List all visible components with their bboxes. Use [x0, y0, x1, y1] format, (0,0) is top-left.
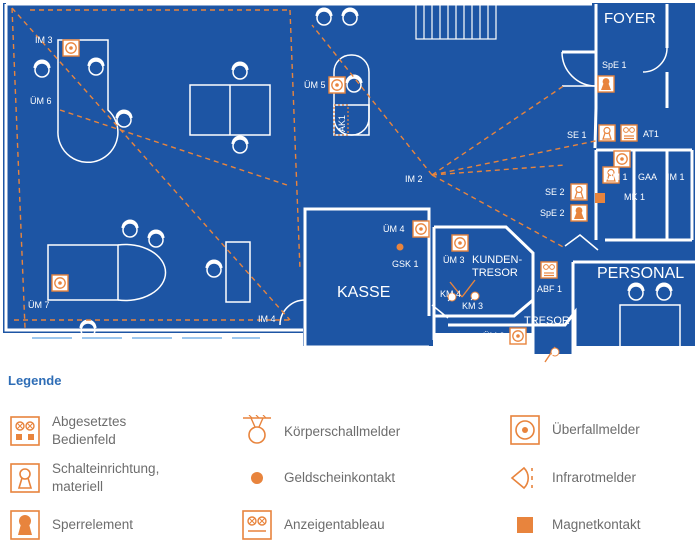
- um-icon-7: [51, 274, 69, 292]
- label-mk1: MK 1: [624, 192, 645, 202]
- label-spe1: SpE 1: [602, 60, 627, 70]
- device-icons: [51, 39, 638, 357]
- doors: [279, 47, 668, 326]
- legend-label: Schalteinrichtung,: [52, 461, 160, 476]
- um-icon-1: [613, 150, 631, 168]
- legend-label: Körperschallmelder: [284, 424, 401, 439]
- room-label-kundentresor-1: KUNDEN-: [472, 254, 522, 266]
- floor-plan: FOYER KASSE KUNDEN- TRESOR TRESOR PERSON…: [3, 2, 695, 365]
- holdup-alarm-icon: [508, 413, 542, 447]
- room-label-kasse: KASSE: [337, 284, 390, 301]
- legend-item-holdup: Überfallmelder: [508, 413, 640, 447]
- legend-label: Magnetkontakt: [552, 517, 641, 532]
- infrared-zones: [11, 7, 601, 329]
- room-label-personal: PERSONAL: [597, 265, 684, 282]
- label-im4: IM 4: [258, 314, 276, 324]
- lock-icon-spe1: [597, 75, 615, 93]
- um-icon-5: [328, 76, 346, 94]
- label-um7: ÜM 7: [28, 300, 50, 310]
- legend-label: Sperrelement: [52, 517, 134, 532]
- panel-icon-at1: [620, 124, 638, 142]
- legend-item-banknote: Geldscheinkontakt: [240, 461, 395, 495]
- um-icon-4: [412, 220, 430, 238]
- label-at1: AT1: [643, 129, 659, 139]
- label-abf1: ABF 1: [537, 284, 562, 294]
- label-ak1: AK1: [337, 115, 347, 132]
- label-km3: KM 3: [462, 301, 483, 311]
- panel-icon-abf1: [540, 261, 558, 279]
- label-um4: ÜM 4: [383, 224, 405, 234]
- legend-label: Abgesetztes: [52, 414, 127, 429]
- legend-label-line2: materiell: [52, 479, 104, 494]
- legend-label: Überfallmelder: [552, 422, 640, 437]
- label-um3: ÜM 3: [443, 255, 465, 265]
- label-im2: IM 2: [405, 174, 423, 184]
- magnetic-contact-icon: [508, 508, 542, 542]
- label-um2: ÜM 2: [483, 331, 505, 341]
- label-km4: KM 4: [440, 289, 461, 299]
- room-label-tresor: TRESOR: [524, 315, 570, 327]
- room-label-kundentresor-2: TRESOR: [472, 267, 518, 279]
- label-km2: KM 2: [577, 349, 598, 359]
- um-icon-3: [451, 234, 469, 252]
- magnetic-contact-mk1: [595, 193, 605, 203]
- legend-label-line2: Bedienfeld: [52, 432, 116, 447]
- indicator-panel-icon: [240, 508, 274, 542]
- infrared-detector-icon: [508, 461, 542, 495]
- lock-icon-spe2: [570, 204, 588, 222]
- remote-control-panel-icon: [8, 414, 42, 448]
- um-icon-im3: [62, 39, 80, 57]
- label-spe2: SpE 2: [540, 208, 565, 218]
- key-icon-se2: [570, 183, 588, 201]
- um-icon-2: [509, 327, 527, 345]
- locking-element-icon: [8, 508, 42, 542]
- legend-item-structure-sound: Körperschallmelder: [240, 415, 400, 449]
- legend-item-key-switch: Schalteinrichtung, materiell: [8, 460, 159, 496]
- label-im1: IM 1: [667, 172, 685, 182]
- legend-title: Legende: [8, 373, 62, 388]
- key-icon-se1: [598, 124, 616, 142]
- legend-item-locking: Sperrelement: [8, 508, 133, 542]
- furniture: [47, 39, 681, 351]
- legend-item-infrared: Infrarotmelder: [508, 461, 636, 495]
- structure-borne-sound-detector-icon: [240, 415, 274, 449]
- legend-label: Anzeigentableau: [284, 517, 385, 532]
- label-um1: ÜM 1: [606, 172, 628, 182]
- label-se1: SE 1: [567, 130, 587, 140]
- room-label-foyer: FOYER: [604, 10, 656, 27]
- label-um5: ÜM 5: [304, 80, 326, 90]
- banknote-contact-gsk1: [396, 243, 404, 251]
- legend-label: Geldscheinkontakt: [284, 470, 396, 485]
- legend-item-indicator-panel: Anzeigentableau: [240, 508, 385, 542]
- banknote-contact-icon: [240, 461, 274, 495]
- label-um6: ÜM 6: [30, 96, 52, 106]
- label-gaa: GAA: [638, 172, 657, 182]
- legend-label: Infrarotmelder: [552, 470, 637, 485]
- stairs: [415, 3, 497, 40]
- key-switch-icon: [8, 461, 42, 495]
- legend-item-magnetic: Magnetkontakt: [508, 508, 641, 542]
- label-se2: SE 2: [545, 187, 565, 197]
- label-gsk1: GSK 1: [392, 259, 419, 269]
- label-im3: IM 3: [35, 35, 53, 45]
